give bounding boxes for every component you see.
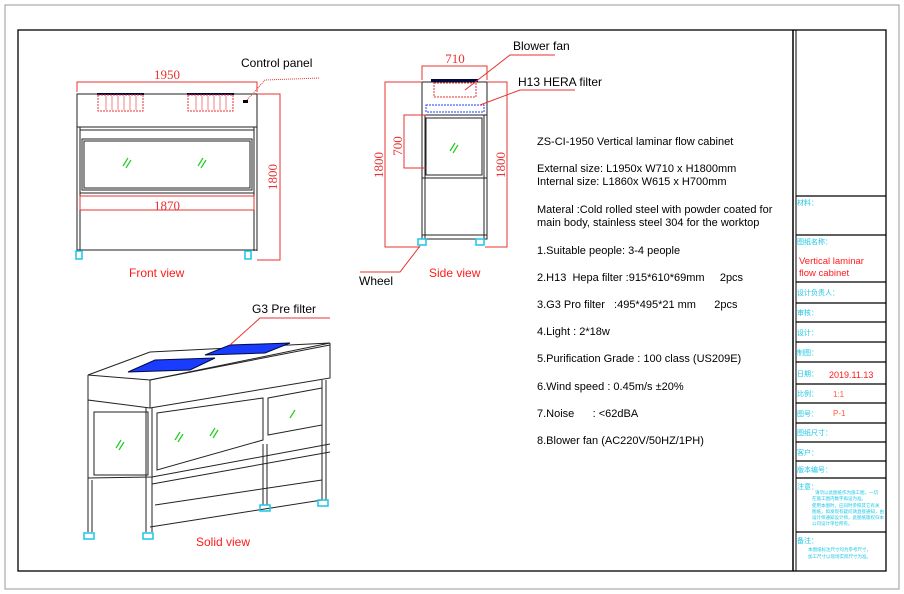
date-label: 日期： — [797, 370, 818, 378]
side-view-label: Side view — [429, 266, 481, 280]
spec-material-1: Materal :Cold rolled steel with powder c… — [537, 204, 773, 216]
remark-line: 加工尺寸以现场实际尺寸为准。 — [808, 553, 871, 560]
wheel-icon — [83, 532, 95, 540]
wheel-icon — [142, 532, 154, 540]
side-view — [360, 54, 575, 273]
design-label: 设计： — [797, 328, 818, 337]
spec-item: 2.H13 Hepa filter :915*610*69mm 2pcs — [537, 272, 744, 284]
control-panel-label: Control panel — [241, 56, 312, 70]
review-label: 审核： — [797, 308, 818, 317]
drawing-name-line2: flow cabinet — [799, 268, 850, 279]
side-height-left-dim: 1800 — [371, 152, 386, 178]
remark-line: 本图纸标注尺寸均为参考尺寸， — [808, 546, 871, 553]
front-height-dim: 1800 — [265, 164, 280, 190]
note-line: 图纸，如发现有疑问请直接通知，由 — [812, 508, 884, 515]
drawing-no-value: P-1 — [833, 409, 846, 418]
designer-lead-label: 设计负责人： — [797, 288, 839, 297]
solid-view — [83, 317, 331, 540]
wheel-icon — [417, 238, 427, 246]
spec-item: 8.Blower fan (AC220V/50HZ/1PH) — [537, 435, 704, 447]
drafting-label: 制图： — [797, 348, 818, 357]
spec-item: 7.Noise : <62dBA — [537, 408, 639, 420]
spec-item: 3.G3 Pro filter :495*495*21 mm 2pcs — [537, 299, 738, 311]
spec-item: 5.Purification Grade : 100 class (US209E… — [537, 353, 741, 365]
spec-item: 4.Light : 2*18w — [537, 326, 610, 338]
wheel-icon — [259, 504, 271, 512]
side-width-dim: 710 — [445, 51, 465, 66]
notes-label: 注意： — [797, 482, 818, 491]
spec-item: 1.Suitable people: 3-4 people — [537, 245, 680, 257]
paper-size-label: 图纸尺寸： — [797, 428, 832, 437]
scale-value: 1:1 — [833, 390, 845, 399]
material-label: 材料： — [797, 198, 818, 207]
drawing-no-label: 图号： — [797, 410, 818, 418]
client-label: 客户： — [797, 448, 818, 457]
solid-view-label: Solid view — [196, 535, 250, 549]
remarks-label: 备注： — [797, 536, 818, 545]
side-height-right-dim: 1800 — [493, 152, 508, 178]
note-line: 公司设计单位所有。 — [812, 520, 853, 527]
wheel-icon — [75, 250, 83, 260]
blower-fan-label: Blower fan — [513, 39, 570, 53]
wheel-icon — [475, 238, 485, 246]
spec-item: 6.Wind speed : 0.45m/s ±20% — [537, 381, 684, 393]
version-label: 版本编号： — [797, 465, 832, 474]
spec-title: ZS-CI-1950 Vertical laminar flow cabinet — [537, 136, 733, 148]
title-block — [796, 195, 886, 533]
hepa-filter-label: H13 HERA filter — [518, 75, 602, 89]
front-inner-dim: 1870 — [154, 198, 180, 213]
drawing-name-line1: Vertical laminar — [799, 256, 864, 267]
drawing-name-label: 图纸名称： — [797, 237, 832, 246]
inner-border — [17, 29, 887, 572]
wheel-icon — [317, 499, 329, 507]
outer-border — [4, 4, 900, 590]
note-line: 使用本图时，应同时参照其它有关 — [812, 502, 880, 509]
note-line: 设计师通知设计师，此图纸版权归本 — [812, 514, 884, 521]
spec-internal-size: Internal size: L1860x W615 x H700mm — [537, 176, 727, 188]
note-line: 请勿以此图纸作为施工图，一切 — [815, 489, 878, 496]
specifications: ZS-CI-1950 Vertical laminar flow cabinet… — [537, 136, 773, 447]
side-window-dim: 700 — [390, 136, 405, 156]
note-line: 在施工图内数字再设为准。 — [812, 495, 866, 502]
spec-external-size: External size: L1950x W710 x H1800mm — [537, 163, 736, 175]
spec-material-2: main body, stainless steel 304 for the w… — [537, 217, 759, 229]
control-panel-icon — [243, 100, 248, 103]
scale-label: 比例： — [797, 389, 818, 398]
wheel-label: Wheel — [359, 274, 393, 288]
pre-filter-label: G3 Pre filter — [252, 302, 316, 316]
front-view — [75, 77, 321, 261]
front-width-dim: 1950 — [154, 67, 180, 82]
front-view-label: Front view — [129, 266, 185, 280]
wheel-icon — [244, 250, 252, 260]
date-value: 2019.11.13 — [829, 370, 873, 380]
